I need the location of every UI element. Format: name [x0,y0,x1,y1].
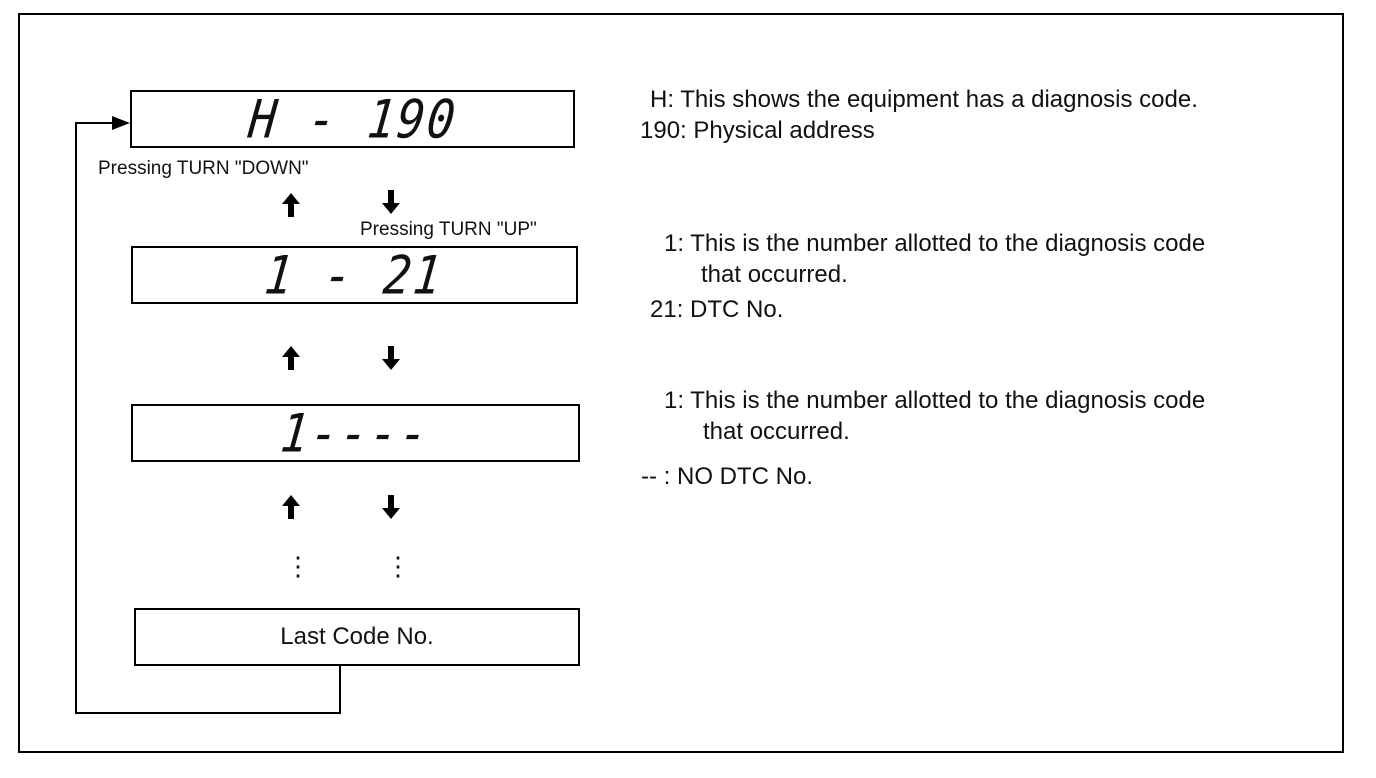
last-code-box: Last Code No. [134,608,580,666]
diagram-frame [18,13,1344,753]
display-box-1-dashes: 1---- [131,401,580,465]
display-box-1-21: 1 - 21 [131,243,578,307]
arrow-down-icon [382,190,400,214]
loop-line-top [75,122,115,124]
loop-line-left [75,122,77,714]
note-21-line: 21: DTC No. [650,296,784,323]
arrow-up-icon [282,193,300,217]
note-190-line: 190: Physical address [640,117,875,144]
display-text-h190: H - 190 [245,87,460,151]
note-no-dtc-line: -- : NO DTC No. [641,463,813,490]
arrow-down-icon [382,346,400,370]
display-text-1-dashes: 1---- [277,401,433,465]
loop-arrowhead-icon [112,116,130,130]
display-box-h190: H - 190 [130,87,575,151]
loop-line-down-from-last [339,666,341,714]
ellipsis-right: ⋮ [385,551,411,581]
note-1-line-b: that occurred. [701,261,848,288]
loop-line-bottom [75,712,341,714]
arrow-up-icon [282,346,300,370]
last-code-label: Last Code No. [280,623,434,650]
arrow-up-icon [282,495,300,519]
note-1b-line-b: that occurred. [703,418,850,445]
ellipsis-left: ⋮ [285,551,311,581]
arrow-down-icon [382,495,400,519]
label-pressing-down: Pressing TURN "DOWN" [98,158,309,179]
note-h-line: H: This shows the equipment has a diagno… [650,86,1198,113]
note-1b-line-a: 1: This is the number allotted to the di… [664,387,1206,414]
note-1-line-a: 1: This is the number allotted to the di… [664,230,1206,257]
label-pressing-up: Pressing TURN "UP" [360,219,537,240]
display-text-1-21: 1 - 21 [262,243,447,307]
